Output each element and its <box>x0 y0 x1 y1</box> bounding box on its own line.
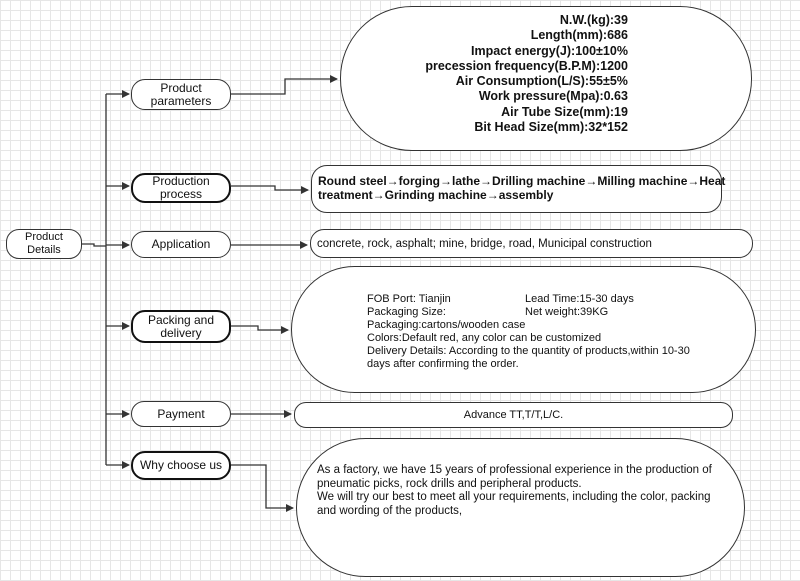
param-line: Air Consumption(L/S):55±5% <box>455 74 628 89</box>
packaging-size: Packaging Size: <box>367 306 446 318</box>
category-application[interactable]: Application <box>131 231 231 258</box>
category-label-line2: process <box>159 187 203 201</box>
why-choose-us-box: As a factory, we have 15 years of profes… <box>296 438 745 577</box>
application-box: concrete, rock, asphalt; mine, bridge, r… <box>310 229 753 258</box>
root-node[interactable]: Product Details <box>6 229 82 259</box>
category-label-line1: Product <box>160 80 202 95</box>
application-text: concrete, rock, asphalt; mine, bridge, r… <box>317 237 652 250</box>
category-label-line2: delivery <box>160 325 202 340</box>
edge-process <box>231 185 309 194</box>
category-label-line1: Packing and <box>147 312 215 327</box>
net-weight: Net weight:39KG <box>525 306 609 318</box>
root-label-line1: Product <box>25 231 63 243</box>
process-line1: Round steel→forging→lathe→Drilling machi… <box>318 174 726 188</box>
delivery-details-line1: Delivery Details: According to the quant… <box>367 345 690 357</box>
payment-text: Advance TT,T/T,L/C. <box>463 409 564 421</box>
lead-time: Lead Time:15-30 days <box>525 293 634 305</box>
why-line1: As a factory, we have 15 years of profes… <box>317 464 712 476</box>
category-label: Payment <box>157 406 205 421</box>
param-line: N.W.(kg):39 <box>559 13 628 27</box>
param-line: Impact energy(J):100±10% <box>471 43 628 58</box>
fob-port: FOB Port: Tianjin <box>367 293 451 305</box>
category-label-line2: parameters <box>150 93 212 108</box>
parameters-box: N.W.(kg):39 Length(mm):686 Impact energy… <box>340 6 752 151</box>
category-production-process[interactable]: Production process <box>131 173 231 203</box>
category-product-parameters[interactable]: Product parameters <box>131 79 231 110</box>
payment-box: Advance TT,T/T,L/C. <box>294 402 733 428</box>
root-connector <box>82 243 106 247</box>
production-process-box: Round steel→forging→lathe→Drilling machi… <box>311 165 726 213</box>
delivery-details-line2: days after confirming the order. <box>367 358 519 370</box>
edge-params <box>231 75 338 95</box>
packing-delivery-box: FOB Port: Tianjin Lead Time:15-30 days P… <box>291 266 756 393</box>
colors: Colors:Default red, any color can be cus… <box>367 332 602 344</box>
param-line: Length(mm):686 <box>530 28 628 43</box>
category-payment[interactable]: Payment <box>131 401 231 427</box>
packaging-type: Packaging:cartons/wooden case <box>367 319 526 331</box>
why-line4: and wording of the products, <box>317 504 463 517</box>
param-line: Work pressure(Mpa):0.63 <box>478 89 628 104</box>
edge-packing <box>231 325 289 334</box>
process-line2: treatment→Grinding machine→assembly <box>318 188 554 202</box>
why-line3: We will try our best to meet all your re… <box>317 491 711 504</box>
param-line: Air Tube Size(mm):19 <box>501 104 628 119</box>
category-label-line1: Production <box>152 174 210 188</box>
edge-why <box>231 464 294 512</box>
param-line: precession frequency(B.P.M):1200 <box>425 58 628 73</box>
root-label-line2: Details <box>27 244 61 256</box>
category-label: Why choose us <box>139 458 223 472</box>
why-line2: pneumatic picks, rock drills and periphe… <box>317 477 582 490</box>
category-label: Application <box>151 237 211 251</box>
category-packing-delivery[interactable]: Packing and delivery <box>131 310 231 343</box>
category-why-choose-us[interactable]: Why choose us <box>131 451 231 480</box>
param-line: Bit Head Size(mm):32*152 <box>474 120 628 135</box>
